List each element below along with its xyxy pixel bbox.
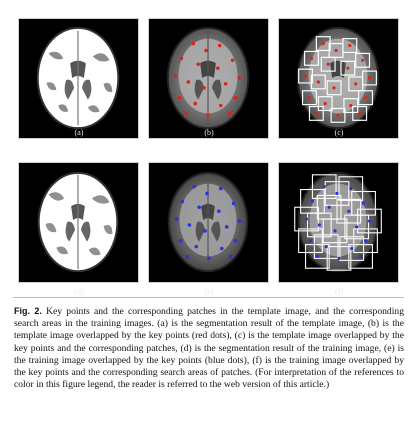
search-area-boxes: [294, 174, 382, 271]
figure-number: Fig. 2.: [14, 306, 42, 316]
panel-c-label: (c): [334, 128, 344, 137]
key-points-blue: [174, 184, 242, 261]
panel-f-training-search-areas: [278, 162, 399, 283]
panel-b-template-key-points: [148, 18, 269, 139]
panel-c-template-patches: [278, 18, 399, 139]
brain-slice-image: [167, 171, 249, 273]
caption-text: Key points and the corresponding patches…: [14, 306, 404, 391]
key-points-blue: [304, 185, 372, 260]
panel-b-label: (b): [204, 128, 214, 137]
panel-e-training-key-points: [148, 162, 269, 283]
brain-slice-image: [37, 171, 119, 273]
brain-slice-image: [294, 171, 382, 273]
panel-a-label: (a): [74, 128, 84, 137]
panel-d-label: (d): [74, 287, 84, 296]
panel-a-template-segmentation: [18, 18, 139, 139]
brain-slice-image: [166, 26, 250, 130]
panel-e-label: (e): [204, 287, 214, 296]
patch-boxes: [298, 36, 377, 123]
caption-divider: [13, 297, 404, 298]
panel-f-label: (f): [335, 287, 343, 296]
panel-d-training-segmentation: [18, 162, 139, 283]
figure-caption: Fig. 2. Key points and the corresponding…: [14, 305, 404, 391]
key-points-red: [173, 41, 242, 118]
key-points-red: [303, 42, 372, 117]
brain-slice-image: [296, 26, 380, 130]
brain-slice-image: [36, 26, 120, 130]
